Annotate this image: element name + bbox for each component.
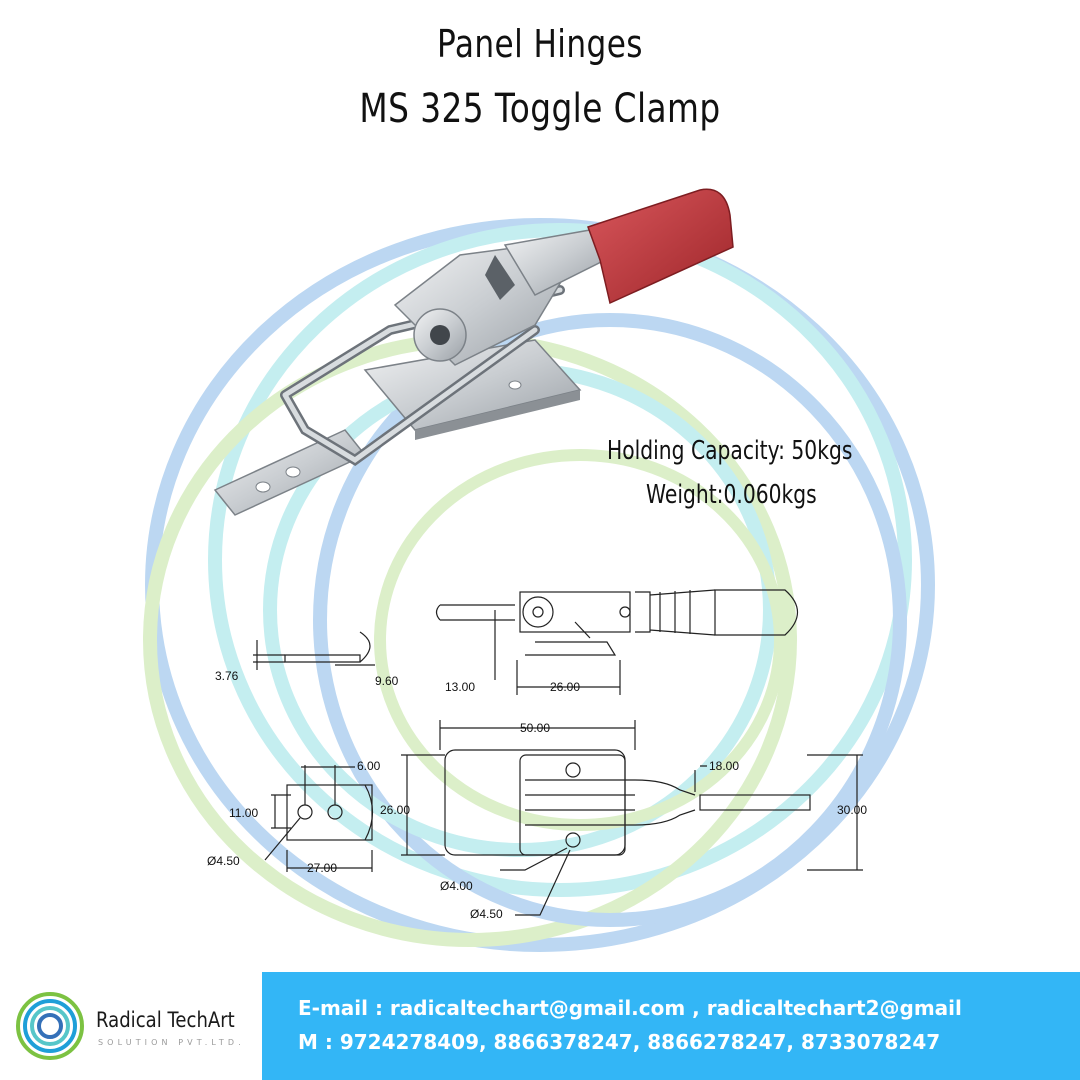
dim-50-00: 50.00 — [520, 721, 550, 735]
dim-6-00: 6.00 — [357, 759, 381, 773]
dim-26-00-side: 26.00 — [380, 803, 410, 817]
dim-dia-4-50-bottom: Ø4.50 — [470, 907, 503, 921]
radical-techart-logo-icon — [16, 992, 84, 1060]
dim-9-60: 9.60 — [375, 674, 399, 688]
dim-26-00-top: 26.00 — [550, 680, 580, 694]
ring-cyan-outer — [208, 223, 912, 897]
dim-dia-4-50-left: Ø4.50 — [207, 854, 240, 868]
ring-blue-mid — [313, 313, 907, 927]
page-title: Panel Hinges — [437, 22, 643, 66]
contact-banner: E-mail : radicaltechart@gmail.com , radi… — [262, 972, 1080, 1080]
weight-label: Weight:0.060kgs — [646, 480, 817, 510]
product-title: MS 325 Toggle Clamp — [359, 86, 721, 132]
toggle-clamp-illustration — [213, 188, 734, 516]
contact-email: E-mail : radicaltechart@gmail.com , radi… — [298, 996, 962, 1020]
dim-3-76: 3.76 — [215, 669, 239, 683]
brand-tagline: SOLUTION PVT.LTD. — [98, 1038, 245, 1047]
dim-30-00: 30.00 — [837, 803, 867, 817]
holding-capacity-label: Holding Capacity: 50kgs — [607, 436, 853, 466]
dim-13-00: 13.00 — [445, 680, 475, 694]
technical-drawing: 3.76 9.60 13.00 26.00 50.00 6.00 11.00 2… — [207, 589, 867, 921]
brand-block: Radical TechArt SOLUTION PVT.LTD. — [0, 972, 262, 1080]
dim-27-00: 27.00 — [307, 861, 337, 875]
dim-11-00: 11.00 — [229, 806, 258, 820]
brand-name: Radical TechArt — [96, 1008, 235, 1032]
contact-phone: M : 9724278409, 8866378247, 8866278247, … — [298, 1030, 941, 1054]
dim-dia-4-00: Ø4.00 — [440, 879, 473, 893]
dim-18-00: 18.00 — [709, 759, 739, 773]
